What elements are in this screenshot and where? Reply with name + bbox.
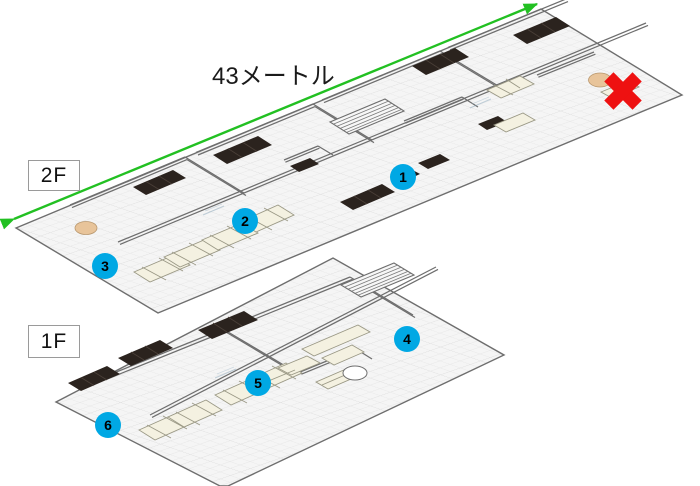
floor-slab-1f: [54, 257, 506, 486]
location-marker-5[interactable]: 5: [245, 370, 271, 396]
floor-label-1f: 1F: [28, 325, 80, 358]
floor-label-2f: 2F: [28, 160, 80, 191]
location-marker-6[interactable]: 6: [95, 412, 121, 438]
desks-1f: [138, 324, 371, 441]
staircase-1f: [339, 262, 416, 298]
location-marker-1[interactable]: 1: [390, 164, 416, 190]
round-table-1f: [342, 365, 368, 381]
location-marker-3[interactable]: 3: [92, 253, 118, 279]
furniture-dark-1f: [68, 311, 258, 391]
oval-object-2f-left: [74, 221, 98, 235]
dimension-line: [0, 2, 539, 230]
small-annotation-1f: [214, 366, 237, 379]
red-x-icon: [604, 72, 642, 110]
location-marker-4[interactable]: 4: [394, 326, 420, 352]
location-marker-2[interactable]: 2: [232, 208, 258, 234]
dimension-label: 43メートル: [212, 63, 335, 90]
